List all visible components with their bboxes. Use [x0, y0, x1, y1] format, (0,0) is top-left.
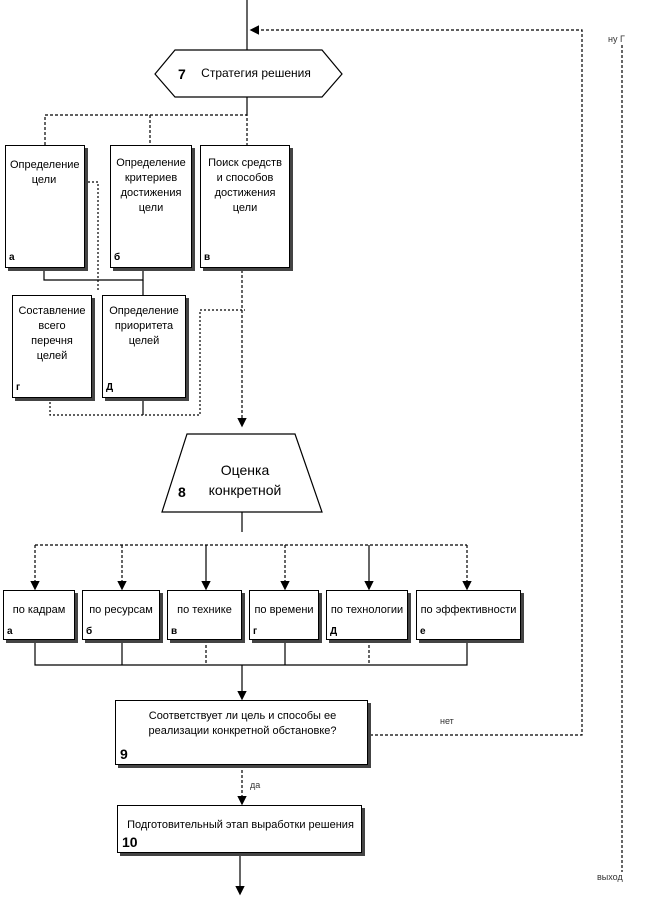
goal-box-b: Определение критериев достижения цели б: [110, 145, 192, 268]
goals-branch-line: [44, 114, 248, 145]
label-exit: выход: [597, 872, 623, 882]
goal-text: Поиск средств и способов достижения цели: [208, 157, 282, 214]
goal-box-v: Поиск средств и способов достижения цели…: [200, 145, 290, 268]
goal-box-d: Определение приоритета целей Д: [102, 295, 186, 398]
criterion-letter: е: [420, 626, 426, 637]
label-no: нет: [440, 716, 454, 726]
goal-text: Определение критериев достижения цели: [116, 157, 186, 214]
step8-number: 8: [178, 484, 186, 500]
goal-letter: Д: [106, 382, 114, 393]
step7-hexagon: [154, 49, 343, 98]
criterion-text: по технике: [177, 604, 232, 616]
step9-box: Соответствует ли цель и способы ее реали…: [115, 700, 368, 765]
goal-box-g: Составление всего перечня целей г: [12, 295, 92, 398]
criterion-box-b: по ресурсам б: [82, 590, 160, 640]
step9-text: Соответствует ли цель и способы ее реали…: [148, 710, 337, 737]
criterion-letter: г: [253, 626, 258, 637]
criterion-text: по ресурсам: [89, 604, 153, 616]
criterion-box-e: по эффективности е: [416, 590, 521, 640]
step10-number: 10: [122, 834, 138, 850]
criterion-box-d: по технологии Д: [326, 590, 408, 640]
goal-text: Определение цели: [10, 159, 80, 186]
criterion-letter: б: [86, 626, 93, 637]
step7-title: Стратегия решения: [201, 66, 311, 80]
criterion-text: по кадрам: [12, 604, 66, 616]
step9-number: 9: [120, 746, 128, 762]
goal-box-a: Определение цели а: [5, 145, 85, 268]
goal-letter: а: [9, 252, 15, 263]
criterion-text: по эффективности: [420, 604, 517, 616]
step7-number: 7: [178, 66, 186, 82]
goal-text: Определение приоритета целей: [109, 305, 179, 347]
step10-text: Подготовительный этап выработки решения: [127, 819, 354, 831]
goal-letter: б: [114, 252, 121, 263]
criterion-text: по технологии: [330, 604, 404, 616]
criterion-letter: Д: [330, 626, 338, 637]
criteria-join-line: [34, 640, 468, 666]
criterion-box-a: по кадрам а: [3, 590, 75, 640]
feedback-loop-line: [249, 25, 583, 736]
step8-title: Оценка конкретной: [208, 462, 282, 498]
step10-box: Подготовительный этап выработки решения …: [117, 805, 362, 853]
criterion-letter: в: [171, 626, 178, 637]
goal-a-link: [84, 181, 99, 290]
step8-trapezoid: [161, 433, 323, 513]
goal-letter: г: [16, 382, 21, 393]
criterion-text: по времени: [254, 604, 314, 616]
goal-letter: в: [204, 252, 211, 263]
label-yes: да: [250, 780, 261, 790]
criterion-box-g: по времени г: [249, 590, 319, 640]
goal-text: Составление всего перечня целей: [18, 305, 86, 362]
criterion-letter: а: [7, 626, 13, 637]
goal-row1-join: [43, 268, 144, 281]
label-top-right: ну Г: [608, 34, 625, 44]
criterion-box-v: по технике в: [167, 590, 242, 640]
